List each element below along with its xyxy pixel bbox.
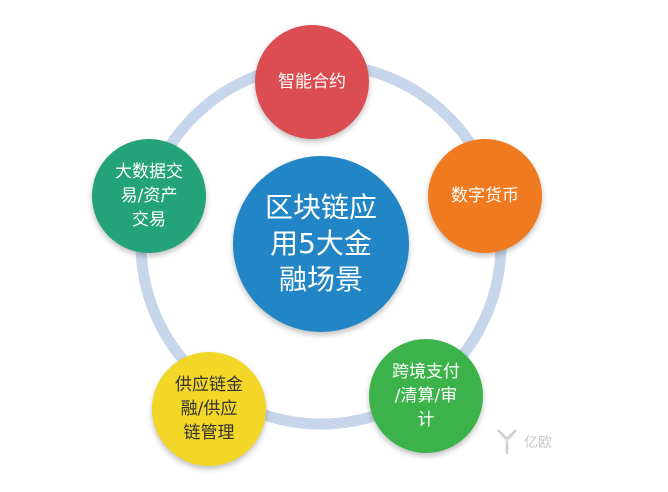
node-big-data-trading: 大数据交 易/资产 交易 [92,139,206,253]
node-label-cross-border-payment: 跨境支付 /清算/审 计 [392,362,460,430]
node-supply-chain-finance: 供应链金 融/供应 链管理 [152,352,266,466]
watermark: 亿欧 [496,427,552,457]
node-smart-contract: 智能合约 [255,25,369,139]
node-label-supply-chain-finance: 供应链金 融/供应 链管理 [175,375,243,443]
node-label-big-data-trading: 大数据交 易/资产 交易 [115,162,183,230]
node-digital-currency: 数字货币 [428,139,542,253]
watermark-text: 亿欧 [524,435,552,451]
node-cross-border-payment: 跨境支付 /清算/审 计 [369,339,483,453]
center-node: 区块链应 用5大金 融场景 [233,156,409,332]
watermark-logo-icon [497,429,517,454]
node-label-smart-contract: 智能合约 [278,72,346,92]
center-label: 区块链应 用5大金 融场景 [264,191,377,296]
node-label-digital-currency: 数字货币 [451,186,519,206]
